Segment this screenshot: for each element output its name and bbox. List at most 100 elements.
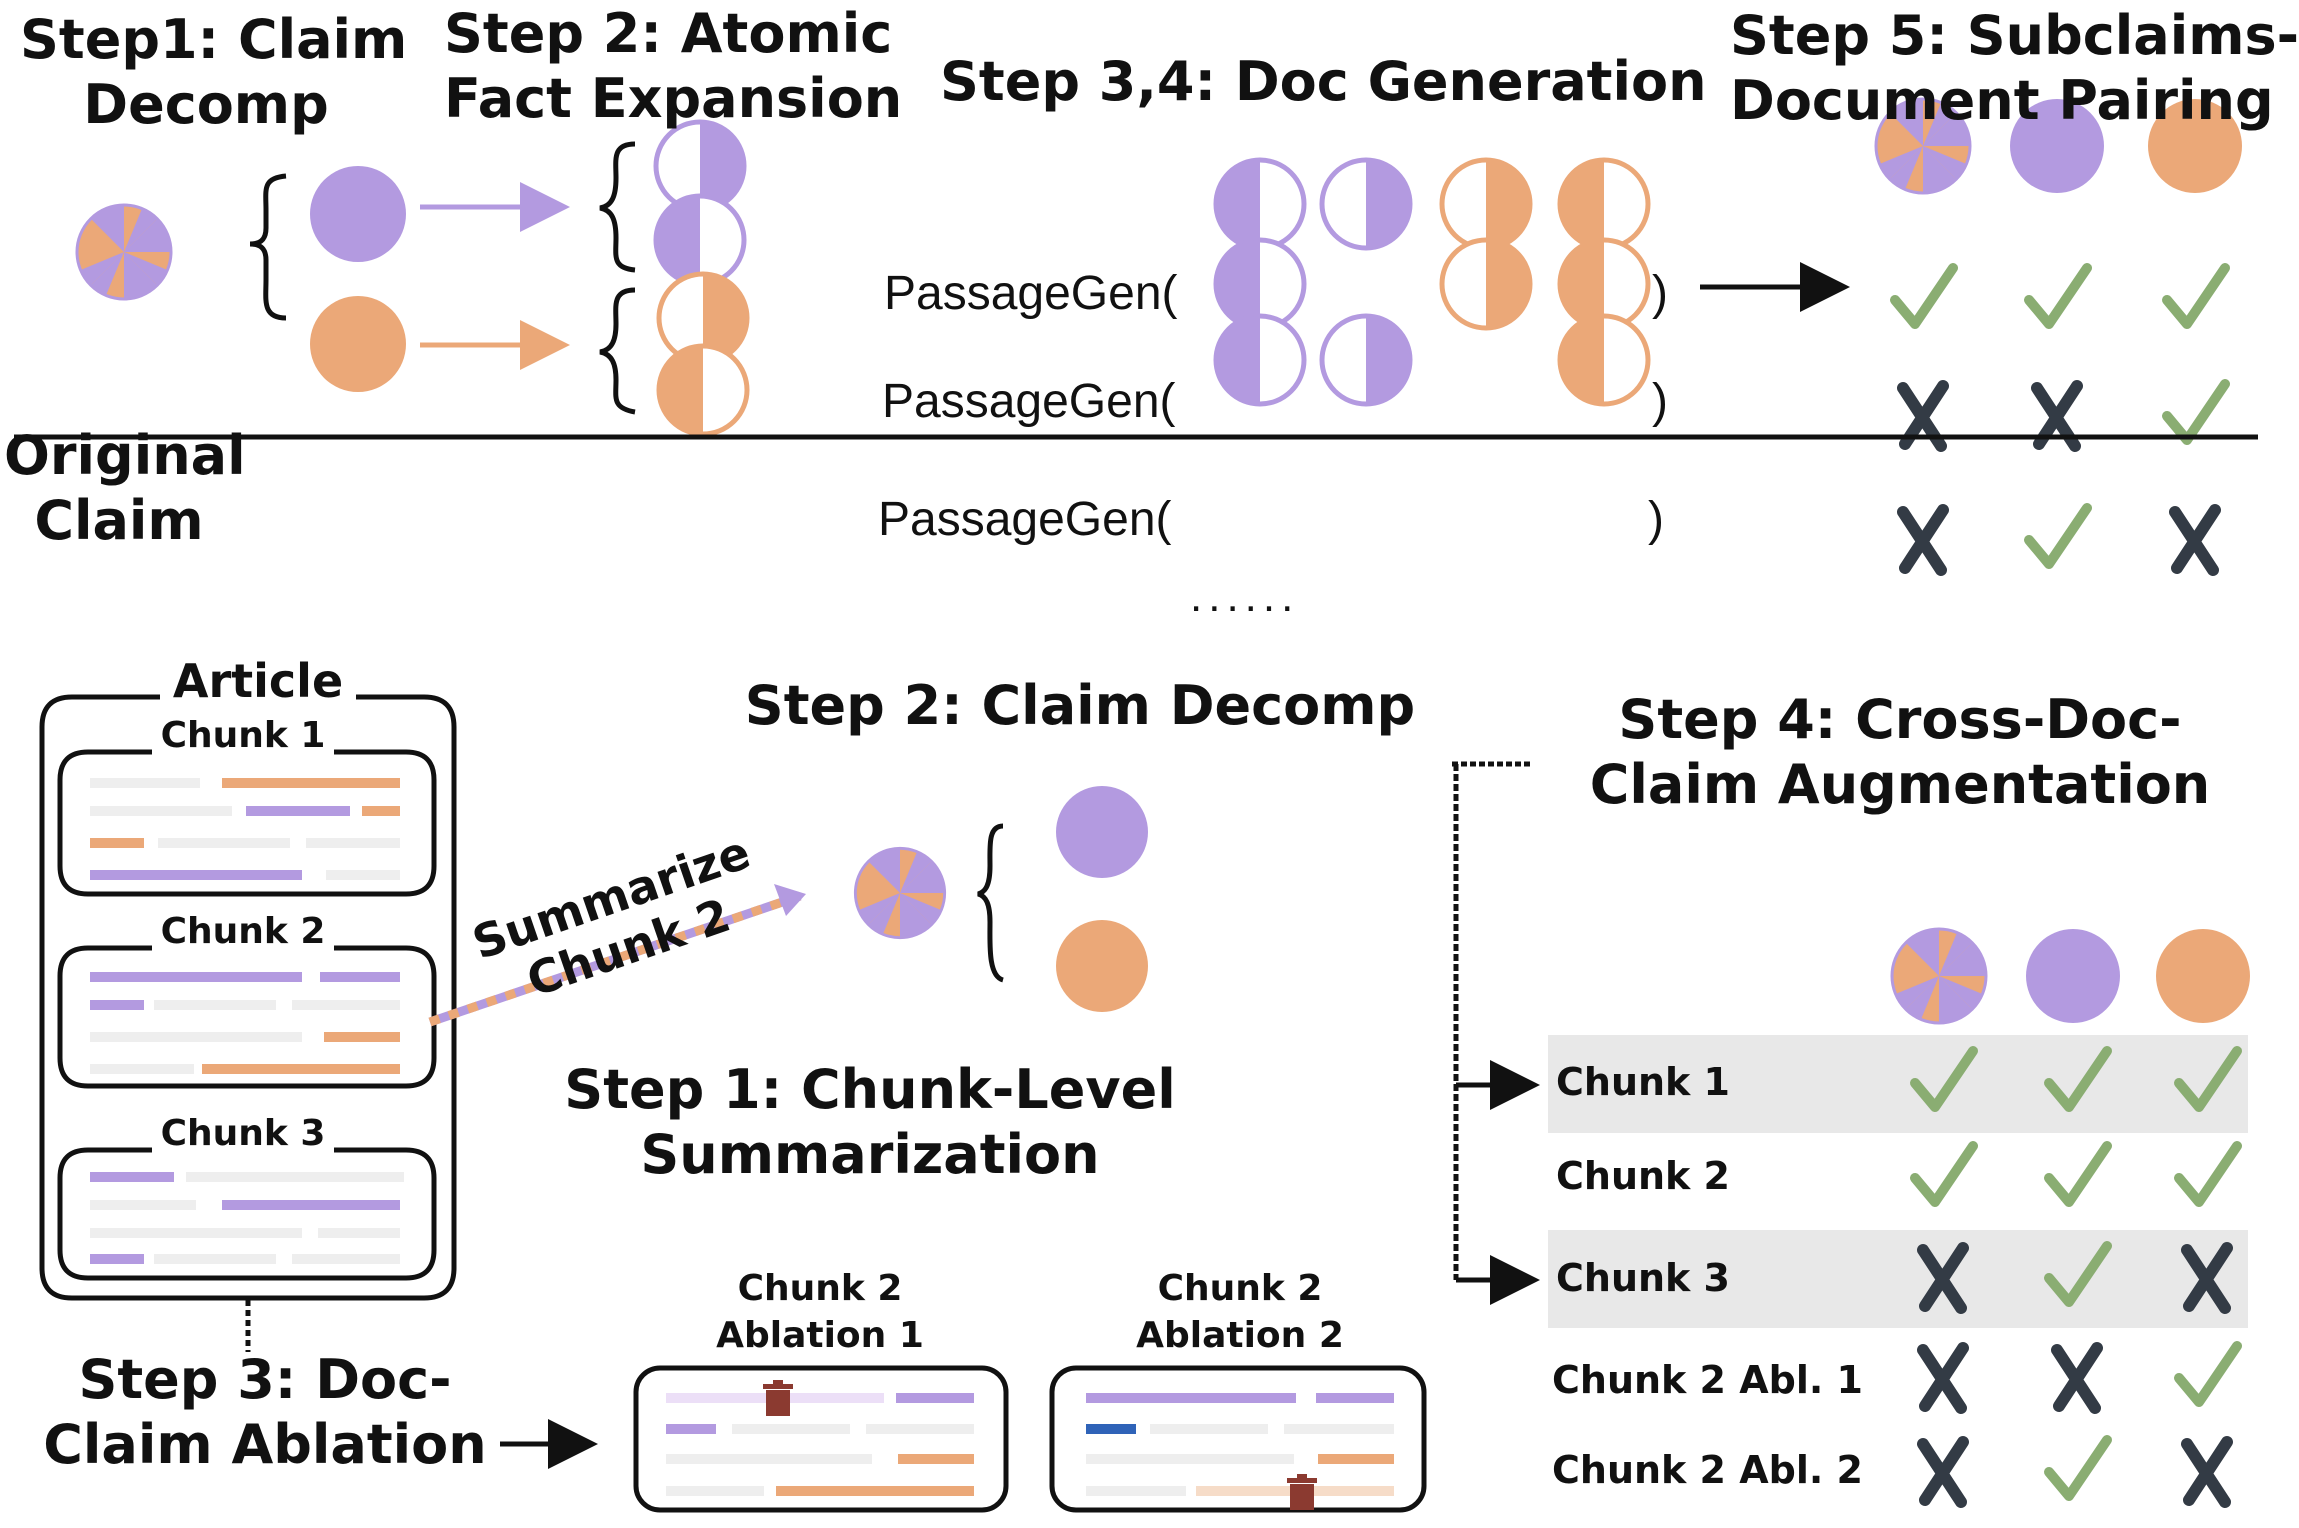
step5-title-line2: Document Pairing bbox=[1730, 68, 2274, 132]
bottom-step1-line2: Summarization bbox=[640, 1122, 1100, 1186]
orange-subclaim-icon bbox=[1056, 920, 1148, 1012]
decomp-brace bbox=[249, 173, 287, 321]
cross-icon bbox=[1923, 1442, 1963, 1502]
purple-subclaim-icon bbox=[1056, 786, 1148, 878]
original-claim-icon bbox=[1890, 927, 1988, 1025]
trash-icon bbox=[1287, 1474, 1317, 1510]
ablation-2-line1: Chunk 2 bbox=[1157, 1268, 1323, 1309]
chunk-2-title: Chunk 2 bbox=[160, 911, 326, 952]
chunk-3-lines bbox=[90, 1172, 404, 1264]
chunk-2-lines bbox=[90, 972, 400, 1074]
step1-title: Step1: Claim Decomp bbox=[20, 8, 407, 138]
purple-subclaim-icon bbox=[310, 166, 406, 262]
orange-atomic-fact-icon bbox=[659, 346, 747, 434]
purple-atomic-fact-icon bbox=[1216, 316, 1304, 404]
bottom-step1-line1: Step 1: Chunk-Level bbox=[564, 1058, 1176, 1121]
orange-subclaim-icon bbox=[310, 296, 406, 392]
purple-atomic-fact-icon bbox=[1216, 160, 1304, 248]
cross-icon bbox=[2187, 1442, 2227, 1502]
table-row-highlight bbox=[1548, 1035, 2248, 1133]
check-icon bbox=[2049, 1146, 2107, 1202]
step2-title: Step 2: Atomic Fact Expansion bbox=[444, 2, 902, 132]
bottom-step4-line2: Claim Augmentation bbox=[1589, 752, 2211, 816]
chunk-3-box bbox=[57, 1147, 437, 1281]
cross-icon bbox=[2175, 510, 2215, 570]
check-icon bbox=[1895, 268, 1953, 324]
original-claim-line2: Claim bbox=[34, 488, 204, 552]
cross-icon bbox=[2057, 1348, 2097, 1408]
pairing-marks bbox=[1895, 268, 2225, 570]
article-title: Article bbox=[172, 654, 344, 708]
close-paren-2: ) bbox=[1652, 375, 1668, 428]
ablation-1-lines bbox=[666, 1393, 974, 1496]
check-icon bbox=[2179, 1146, 2237, 1202]
chunk-2-claim-icon bbox=[853, 846, 947, 940]
check-icon bbox=[2029, 268, 2087, 324]
orange-subclaim-icon bbox=[2148, 99, 2242, 193]
chunk-3-title: Chunk 3 bbox=[160, 1113, 326, 1154]
chunk-2-box bbox=[57, 945, 437, 1089]
step1-title-line2: Decomp bbox=[83, 72, 329, 136]
bottom-step3-line1: Step 3: Doc- bbox=[78, 1348, 452, 1411]
purple-brace bbox=[599, 141, 636, 273]
check-icon bbox=[1915, 1146, 1973, 1202]
orange-atomic-fact-icon bbox=[1442, 160, 1530, 248]
passagegen-label-3: PassageGen( bbox=[878, 493, 1172, 546]
original-claim-icon bbox=[75, 203, 173, 301]
orange-brace bbox=[599, 287, 636, 415]
close-paren-1: ) bbox=[1652, 267, 1668, 320]
claim-decomp-brace bbox=[977, 823, 1005, 983]
bottom-step3-line2: Claim Ablation bbox=[43, 1412, 487, 1476]
ablation-2-doc bbox=[1049, 1365, 1427, 1513]
ellipsis: ...... bbox=[1190, 572, 1300, 621]
cross-icon bbox=[1923, 1348, 1963, 1408]
ablation-2-label: Chunk 2 Ablation 2 bbox=[1110, 1266, 1370, 1360]
ablation-2-line2: Ablation 2 bbox=[1136, 1314, 1344, 1356]
ablation-1-label: Chunk 2 Ablation 1 bbox=[690, 1266, 950, 1360]
purple-subclaim-icon bbox=[2010, 99, 2104, 193]
table-row-label: Chunk 2 Abl. 1 bbox=[1552, 1358, 1863, 1402]
check-icon bbox=[2029, 508, 2087, 564]
ablation-1-line1: Chunk 2 bbox=[737, 1268, 903, 1309]
chunk-1-lines bbox=[90, 778, 400, 880]
passagegen-label-2: PassageGen( bbox=[882, 375, 1176, 428]
table-row-label: Chunk 2 Abl. 2 bbox=[1552, 1448, 1863, 1492]
purple-subclaim-icon bbox=[2026, 929, 2120, 1023]
step5-title-line1: Step 5: Subclaims- bbox=[1730, 4, 2299, 67]
check-icon bbox=[2167, 268, 2225, 324]
ablation-2-lines bbox=[1086, 1393, 1394, 1496]
ablation-1-line2: Ablation 1 bbox=[716, 1314, 924, 1356]
check-icon bbox=[2049, 1440, 2107, 1496]
original-claim-label: Original Claim bbox=[4, 424, 246, 554]
table-row-label: Chunk 3 bbox=[1556, 1256, 1730, 1300]
step5-title: Step 5: Subclaims- Document Pairing bbox=[1730, 4, 2299, 134]
orange-atomic-fact-icon bbox=[1442, 240, 1530, 328]
orange-subclaim-icon bbox=[2156, 929, 2250, 1023]
trash-icon bbox=[763, 1380, 793, 1416]
check-icon bbox=[2167, 384, 2225, 440]
orange-atomic-fact-icon bbox=[1560, 316, 1648, 404]
bottom-step4-line1: Step 4: Cross-Doc- bbox=[1618, 688, 2182, 751]
bottom-step1-title: Step 1: Chunk-Level Summarization bbox=[560, 1058, 1180, 1188]
summarize-arrow-stripe bbox=[428, 891, 802, 1027]
table-row-label: Chunk 1 bbox=[1556, 1060, 1730, 1104]
passagegen-label-1: PassageGen( bbox=[884, 267, 1178, 320]
table-row-label: Chunk 2 bbox=[1556, 1154, 1730, 1198]
augmentation-table bbox=[1548, 1035, 2248, 1502]
purple-atomic-fact-icon bbox=[656, 196, 744, 284]
check-icon bbox=[2179, 1346, 2237, 1402]
bottom-step3-title: Step 3: Doc- Claim Ablation bbox=[30, 1348, 500, 1478]
original-claim-line1: Original bbox=[4, 424, 246, 487]
purple-atomic-fact-icon bbox=[1322, 160, 1410, 248]
table-row-highlight bbox=[1548, 1230, 2248, 1328]
chunk-1-title: Chunk 1 bbox=[160, 715, 326, 756]
chunk-1-box bbox=[57, 749, 437, 897]
article-box bbox=[39, 694, 457, 1301]
ablation-1-doc bbox=[633, 1365, 1009, 1513]
close-paren-3: ) bbox=[1648, 493, 1664, 546]
cross-icon bbox=[1903, 510, 1943, 570]
step34-title: Step 3,4: Doc Generation bbox=[940, 50, 1707, 113]
orange-atomic-fact-icon bbox=[1560, 160, 1648, 248]
summarize-arrowhead bbox=[774, 884, 806, 916]
